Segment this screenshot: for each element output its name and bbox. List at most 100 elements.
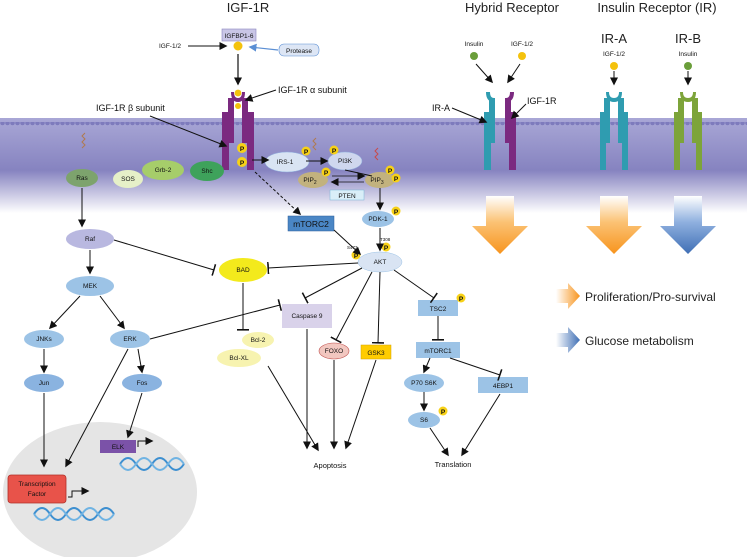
legend-blue-label: Glucose metabolism (585, 334, 694, 348)
svg-text:Fos: Fos (137, 380, 149, 387)
svg-text:P: P (332, 148, 337, 155)
hybrid-receptor (484, 92, 516, 170)
hybrid-igf-label: IGF-1/2 (511, 41, 533, 48)
svg-text:P: P (394, 209, 399, 216)
irb-insulin-dot (684, 62, 692, 70)
raf-node: Raf (66, 229, 114, 249)
irs1-node: IRS-1 P (264, 146, 311, 173)
svg-text:PDK-1: PDK-1 (368, 216, 388, 223)
svg-text:P: P (459, 296, 464, 303)
bad-node: BAD (219, 258, 267, 282)
hybrid-insulin-dot (470, 52, 478, 60)
translation-label: Translation (435, 460, 472, 469)
svg-text:Bcl-2: Bcl-2 (251, 337, 266, 344)
transcription-factor-node: Transcription Factor (7, 474, 90, 504)
akt-t308-label: T308 (380, 237, 391, 242)
insulin-receptor-header: Insulin Receptor (IR) (597, 0, 716, 15)
pten-node: PTEN (329, 189, 365, 201)
protease-label: Protease (286, 48, 312, 55)
svg-text:JNKs: JNKs (36, 336, 52, 343)
svg-text:P: P (384, 245, 389, 252)
svg-text:Grb-2: Grb-2 (155, 167, 172, 174)
hybrid-igf1r-label: IGF-1R (527, 96, 557, 106)
svg-text:mTORC2: mTORC2 (293, 219, 329, 229)
gsk3-node: GSK3 (360, 344, 392, 360)
shc-node: Shc (190, 161, 224, 181)
akt-node: AKT S473 P T308 P (347, 237, 403, 273)
protease-box (278, 43, 320, 57)
igf12-ligand-label: IGF-1/2 (159, 43, 181, 50)
igfbp-label: IGFBP1-6 (225, 33, 254, 40)
tsc2-node: TSC2 P (418, 293, 466, 316)
hybrid-igf-dot (518, 52, 526, 60)
grb2-node: Grb-2 (142, 160, 184, 180)
ir-b-ligand: Insulin (679, 51, 698, 86)
pdk1-node: PDK-1 P (362, 206, 401, 227)
bcl2-node: Bcl-2 (242, 332, 274, 348)
svg-text:ELK: ELK (112, 444, 125, 451)
alpha-subunit-label: IGF-1R α subunit (278, 85, 347, 95)
dna-lower (33, 507, 115, 521)
svg-text:IRS-1: IRS-1 (277, 159, 294, 166)
mek-node: MEK (66, 276, 114, 296)
svg-text:GSK3: GSK3 (367, 350, 385, 357)
irb-insulin-label: Insulin (679, 51, 698, 58)
elk-node: ELK (100, 437, 154, 453)
fos-node: Fos (122, 374, 162, 392)
svg-text:P: P (240, 146, 245, 153)
svg-text:mTORC1: mTORC1 (424, 348, 452, 355)
sos-node: SOS (113, 170, 143, 188)
svg-text:Shc: Shc (201, 168, 213, 175)
legend-blue-arrow (556, 327, 580, 353)
pip2-node: PIP2 P (298, 167, 331, 188)
svg-text:Transcription: Transcription (18, 481, 56, 488)
mtorc1-node: mTORC1 (416, 342, 460, 358)
pip2-pip3-conversion (330, 172, 366, 186)
plasma-membrane (0, 118, 747, 213)
ebp1-node: 4EBP1 (478, 377, 528, 393)
pip3-node: PIP3 P P (365, 147, 401, 188)
s6-node: S6 P (408, 406, 448, 428)
svg-text:PI3K: PI3K (338, 158, 353, 165)
svg-text:TSC2: TSC2 (430, 306, 447, 313)
irb-outcome-arrow (660, 196, 716, 254)
svg-text:Bcl-XL: Bcl-XL (229, 355, 249, 362)
svg-text:S6: S6 (420, 417, 428, 424)
ir-a-ligand: IGF-1/2 (603, 51, 625, 86)
ira-igf-label: IGF-1/2 (603, 51, 625, 58)
ir-a-header: IR-A (601, 31, 627, 46)
dna-upper (119, 457, 185, 471)
legend: Proliferation/Pro-survival Glucose metab… (556, 283, 716, 353)
ir-b-header: IR-B (675, 31, 701, 46)
hybrid-receptor-header: Hybrid Receptor (465, 0, 560, 15)
apoptosis-label: Apoptosis (314, 461, 347, 470)
svg-text:P: P (394, 176, 399, 183)
hybrid-outcome-arrow (472, 196, 528, 254)
mtorc2-node: mTORC2 (287, 215, 335, 232)
ras-node: Ras (66, 132, 98, 187)
ira-outcome-arrow (586, 196, 642, 254)
svg-text:PTEN: PTEN (338, 193, 356, 200)
caspase9-node: Caspase 9 (282, 304, 332, 328)
beta-subunit-label: IGF-1R β subunit (96, 103, 165, 113)
hybrid-ira-label: IR-A (432, 103, 450, 113)
igf1r-ligand-area: IGF-1/2 IGFBP1-6 Protease (159, 28, 320, 86)
svg-text:P: P (388, 168, 393, 175)
svg-text:ERK: ERK (123, 336, 137, 343)
svg-text:FOXO: FOXO (325, 348, 343, 355)
jun-node: Jun (24, 374, 64, 392)
pi3k-node: PI3K P (312, 137, 363, 171)
svg-text:AKT: AKT (374, 259, 387, 266)
igf1r-header: IGF-1R (227, 0, 270, 15)
svg-text:4EBP1: 4EBP1 (493, 383, 514, 390)
hybrid-insulin-label: Insulin (465, 41, 484, 48)
foxo-node: FOXO (318, 342, 350, 360)
erk-node: ERK (110, 330, 150, 348)
igf-ligand-dot (233, 41, 243, 51)
svg-text:Caspase 9: Caspase 9 (291, 313, 322, 320)
legend-orange-arrow (556, 283, 580, 309)
nucleus (3, 422, 197, 557)
beta-subunit-arrow (149, 115, 228, 148)
svg-text:PIP2: PIP2 (303, 177, 316, 186)
pathway-edges (40, 156, 503, 468)
